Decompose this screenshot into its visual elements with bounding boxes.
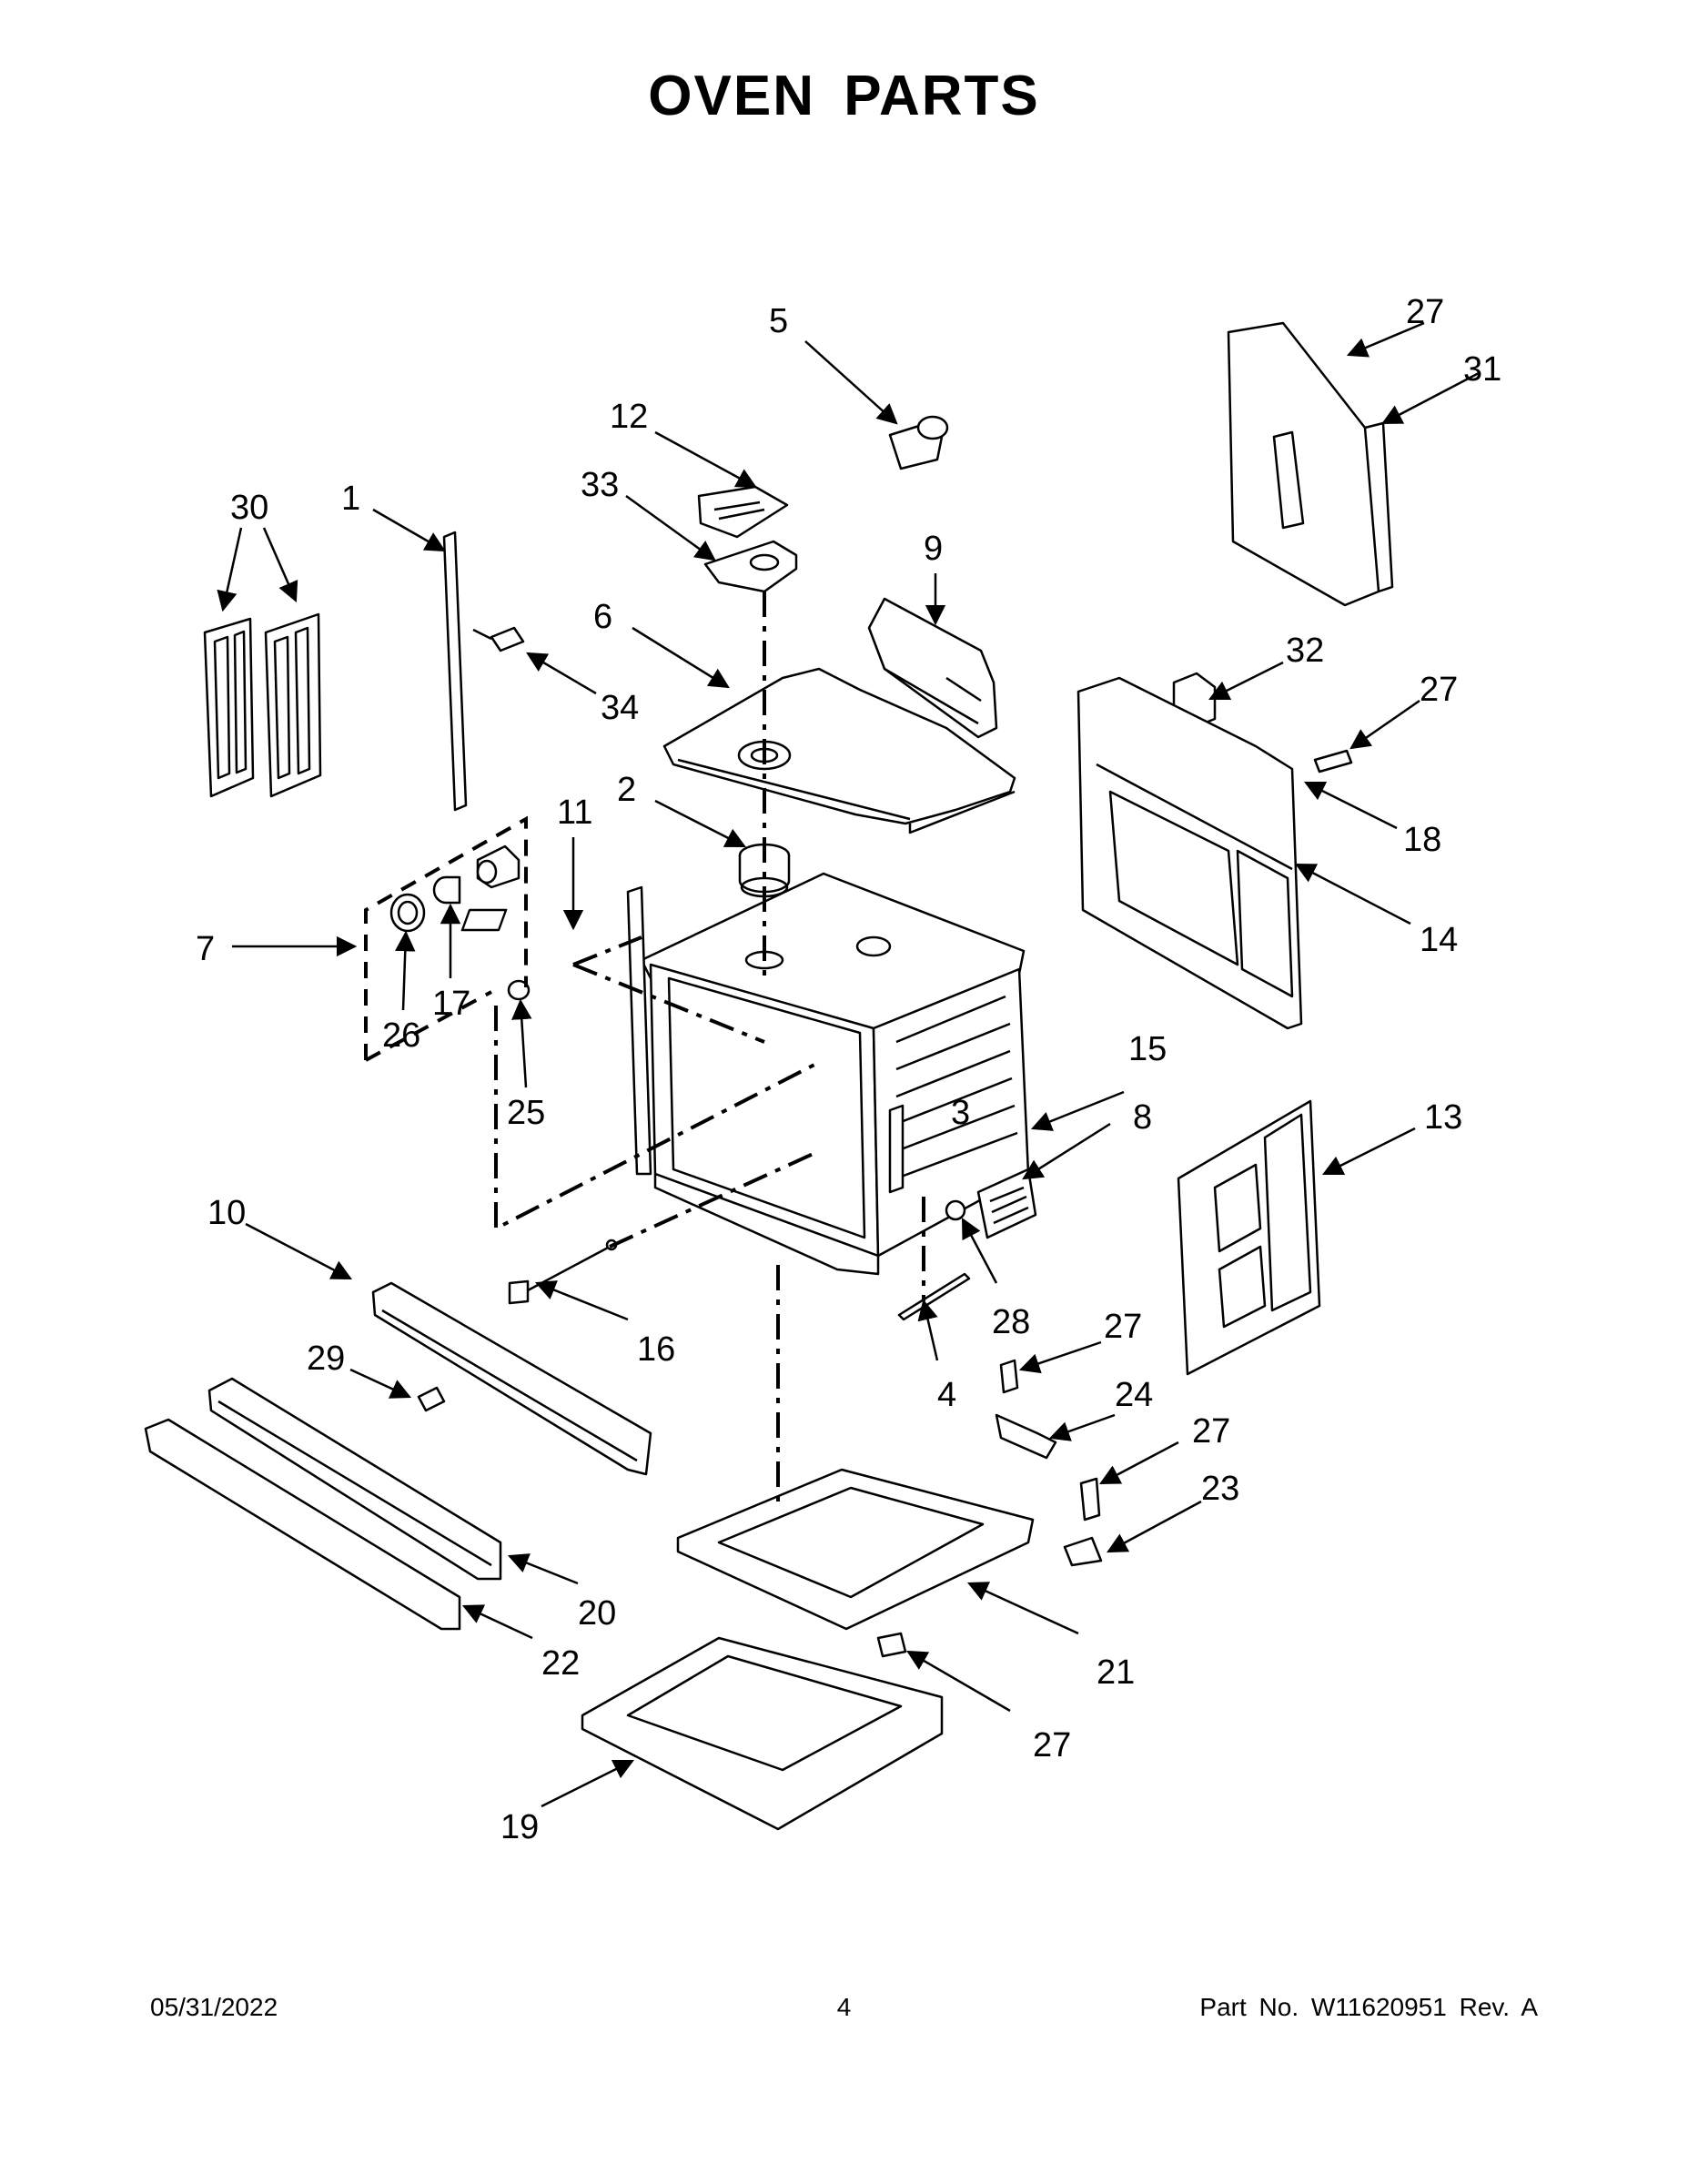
footer-part-info: Part No. W11620951 Rev. A <box>1199 1993 1538 2021</box>
part-27-screw-24 <box>999 1359 1019 1394</box>
callout-30: 30 <box>230 489 268 527</box>
callout-6: 6 <box>593 598 612 636</box>
part-12-bracket <box>697 485 789 539</box>
callout-24: 24 <box>1115 1376 1153 1414</box>
callout-17: 17 <box>432 985 470 1023</box>
callout-3: 3 <box>951 1094 970 1132</box>
callout-7: 7 <box>196 930 215 968</box>
callout-11: 11 <box>557 794 592 832</box>
callout-26: 26 <box>382 1016 420 1055</box>
callout-5: 5 <box>769 302 788 340</box>
part-27-screw-21 <box>876 1632 907 1658</box>
callout-10: 10 <box>207 1194 246 1232</box>
part-19-bottom-panel <box>581 1636 944 1831</box>
part-21-bottom-frame <box>676 1468 1035 1631</box>
part-33-fan-bracket <box>703 540 798 593</box>
callout-27e: 27 <box>1033 1726 1071 1764</box>
part-27-screw-rear <box>1313 749 1353 774</box>
part-22-bottom-trim <box>144 1418 461 1631</box>
callout-21: 21 <box>1097 1653 1135 1692</box>
callout-34: 34 <box>601 689 639 727</box>
part-8-vent <box>976 1168 1037 1239</box>
part-28-screw <box>945 1199 966 1221</box>
part-31-rear-cover <box>1227 321 1394 607</box>
callout-2: 2 <box>617 771 636 809</box>
part-1-trim-strip <box>442 531 468 812</box>
callout-27d: 27 <box>1192 1412 1230 1451</box>
part-29-screw <box>417 1386 446 1412</box>
callout-18: 18 <box>1403 821 1441 859</box>
part-9-duct <box>867 597 998 739</box>
oven-cavity <box>460 872 1030 1276</box>
callout-15: 15 <box>1128 1030 1167 1068</box>
footer-date: 05/31/2022 <box>150 1993 278 2021</box>
part-7-lamp-housing <box>476 844 521 889</box>
callout-20: 20 <box>578 1594 616 1633</box>
callout-13: 13 <box>1424 1098 1462 1137</box>
part-3-element-bracket <box>888 1104 905 1194</box>
part-30-side-panels <box>203 612 322 798</box>
part-24-bracket <box>995 1413 1057 1460</box>
part-26-lamp-socket <box>389 893 426 933</box>
part-4-strip <box>897 1272 971 1321</box>
callout-27b: 27 <box>1420 671 1458 709</box>
callout-25: 25 <box>507 1094 545 1132</box>
leader-arrows <box>217 321 1480 1808</box>
callout-4: 4 <box>937 1376 956 1414</box>
page-title: OVEN PARTS <box>648 65 1040 127</box>
part-13-side-panel <box>1177 1099 1321 1376</box>
part-17-lamp-lens <box>432 875 461 905</box>
part-20-trim <box>207 1377 502 1581</box>
callout-27c: 27 <box>1104 1308 1142 1346</box>
callout-1: 1 <box>341 480 360 518</box>
callout-33: 33 <box>581 466 619 504</box>
callout-9: 9 <box>924 530 943 568</box>
callout-numbers: 27 31 5 12 33 9 30 1 34 6 32 27 18 14 2 … <box>196 293 1501 1846</box>
alignment-lines <box>364 592 925 1511</box>
callout-27: 27 <box>1406 293 1444 331</box>
footer-page-number: 4 <box>836 1993 852 2021</box>
callout-19: 19 <box>500 1808 539 1846</box>
callout-8: 8 <box>1133 1098 1152 1137</box>
part-10-front-rail <box>371 1281 652 1476</box>
part-34-screw <box>472 626 525 652</box>
callout-32: 32 <box>1286 632 1324 670</box>
callout-16: 16 <box>637 1330 675 1369</box>
callout-29: 29 <box>307 1340 345 1378</box>
part-14-rear-panel <box>1076 676 1303 1030</box>
callout-23: 23 <box>1201 1470 1239 1508</box>
part-27-screw-23 <box>1079 1477 1101 1522</box>
part-5-motor <box>888 415 949 470</box>
callout-14: 14 <box>1420 921 1458 959</box>
callout-22: 22 <box>541 1644 580 1683</box>
part-23-bracket <box>1063 1536 1103 1567</box>
callout-12: 12 <box>610 398 648 436</box>
callout-28: 28 <box>992 1303 1030 1341</box>
callout-31: 31 <box>1463 350 1501 389</box>
